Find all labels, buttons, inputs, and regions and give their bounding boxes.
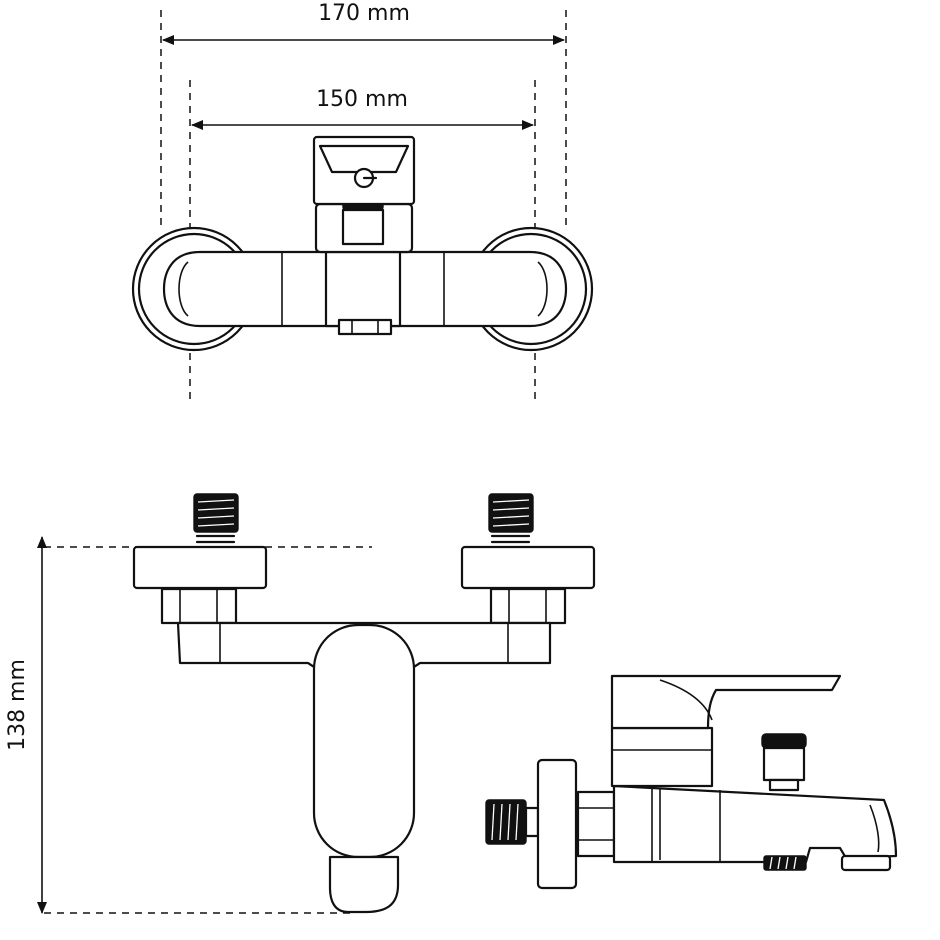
front-central-body <box>312 623 416 859</box>
side-view <box>485 674 898 890</box>
inner-width-label: 150 mm <box>316 87 408 112</box>
side-bottom-thread <box>763 855 807 871</box>
side-lever <box>610 674 842 730</box>
side-flange <box>536 758 578 890</box>
hex-nut-right <box>489 587 567 625</box>
side-cartridge <box>610 726 714 788</box>
outer-width-label: 170 mm <box>318 1 410 26</box>
hex-nut-left <box>160 587 238 625</box>
body-end-curve-right <box>537 261 548 317</box>
diverter-stem-top <box>341 208 385 246</box>
threaded-connector-left <box>193 493 239 544</box>
body-end-curve-left <box>178 261 189 317</box>
side-inlet-thread <box>485 799 540 845</box>
side-hex-nut <box>576 790 616 858</box>
spout-outlet-top <box>337 318 393 336</box>
side-diverter <box>761 733 807 792</box>
lever-face-top <box>318 144 410 174</box>
height-label: 138 mm <box>5 659 30 751</box>
front-spout-tip <box>328 855 400 914</box>
side-aerator <box>840 854 892 872</box>
center-collar-top <box>324 250 402 328</box>
side-spout-body <box>612 784 898 864</box>
front-view: 138 mm <box>5 493 596 914</box>
front-flange-left <box>132 545 268 590</box>
threaded-connector-right <box>488 493 534 544</box>
top-view: 170 mm 150 mm <box>131 1 594 400</box>
front-flange-right <box>460 545 596 590</box>
